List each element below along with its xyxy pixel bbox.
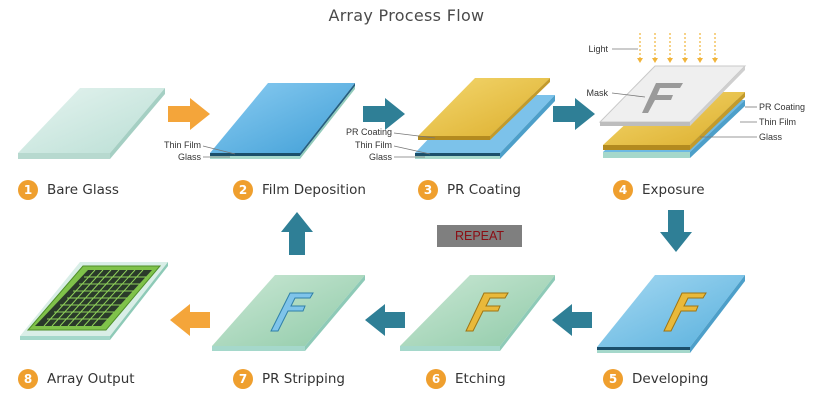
arrow-right-1 (168, 98, 210, 130)
step-number-badge: 3 (418, 180, 438, 200)
callout-leaders (202, 48, 757, 158)
pr-stripping-illustration (212, 275, 365, 351)
step-label-film-deposition: Film Deposition (262, 182, 366, 198)
callout-pr-coating-3: PR Coating (346, 127, 392, 137)
arrow-down (660, 210, 692, 252)
step-number-badge: 4 (613, 180, 633, 200)
step-number-badge: 6 (426, 369, 446, 389)
callout-thin-film-2: Thin Film (164, 140, 201, 150)
callout-glass-2: Glass (178, 152, 202, 162)
arrow-right-2 (363, 98, 405, 130)
step-7: 7 PR Stripping (233, 368, 345, 390)
step-6: 6 Etching (426, 368, 506, 390)
callout-light: Light (588, 44, 608, 54)
step-number-badge: 7 (233, 369, 253, 389)
array-output-illustration (20, 262, 168, 340)
light-rays (637, 33, 718, 63)
callout-thin-film-3: Thin Film (355, 140, 392, 150)
repeat-badge: REPEAT (437, 225, 522, 247)
arrow-up (281, 212, 313, 255)
step-3: 3 PR Coating (418, 179, 521, 201)
arrow-left-1 (552, 304, 592, 336)
etching-illustration (400, 275, 555, 351)
pr-coating-illustration (415, 78, 555, 159)
step-number-badge: 8 (18, 369, 38, 389)
callout-glass-4: Glass (759, 132, 783, 142)
step-number-badge: 5 (603, 369, 623, 389)
step-4: 4 Exposure (613, 179, 705, 201)
callout-thin-film-4: Thin Film (759, 117, 796, 127)
arrow-right-3 (553, 98, 595, 130)
step-5: 5 Developing (603, 368, 708, 390)
step-label-exposure: Exposure (642, 182, 705, 198)
step-label-bare-glass: Bare Glass (47, 182, 119, 198)
step-8: 8 Array Output (18, 368, 135, 390)
arrow-left-2 (365, 304, 405, 336)
callout-mask: Mask (586, 88, 608, 98)
step-2: 2 Film Deposition (233, 179, 366, 201)
step-label-etching: Etching (455, 371, 506, 387)
step-number-badge: 1 (18, 180, 38, 200)
step-1: 1 Bare Glass (18, 179, 119, 201)
exposure-illustration (598, 33, 747, 158)
bare-glass-illustration (18, 88, 165, 159)
step-label-pr-stripping: PR Stripping (262, 371, 345, 387)
film-deposition-illustration (210, 83, 355, 159)
callout-pr-coating-4: PR Coating (759, 102, 805, 112)
diagram-title: Array Process Flow (328, 6, 485, 25)
step-label-developing: Developing (632, 371, 709, 387)
step-number-badge: 2 (233, 180, 253, 200)
callout-glass-3: Glass (369, 152, 393, 162)
developing-illustration (597, 275, 745, 353)
arrow-left-3 (170, 304, 210, 336)
step-label-array-output: Array Output (47, 371, 135, 387)
step-label-pr-coating: PR Coating (447, 182, 521, 198)
